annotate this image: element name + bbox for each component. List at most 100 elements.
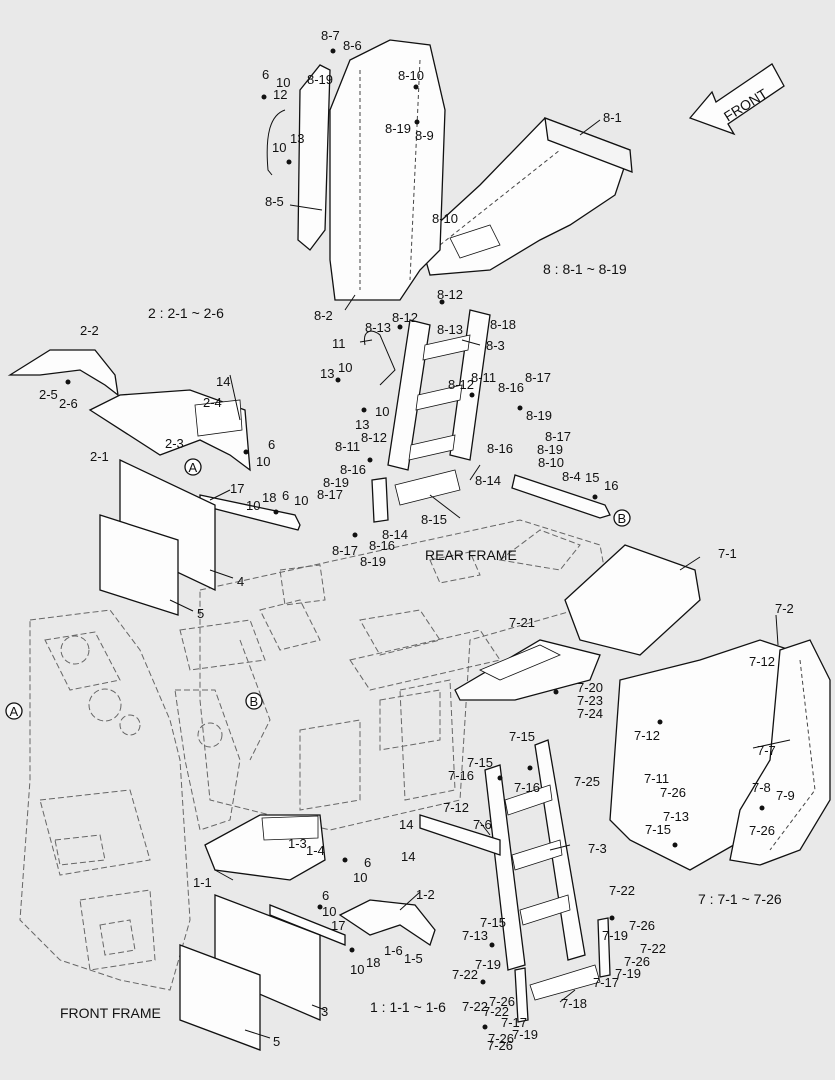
part-label: 8-14 xyxy=(382,527,408,542)
part-label: 7-15 xyxy=(467,755,493,770)
part-label: 1-4 xyxy=(306,843,325,858)
part-label: 17 xyxy=(331,918,345,933)
part-label: 6 xyxy=(364,855,371,870)
part-label: 2-3 xyxy=(165,436,184,451)
part-label: 1-3 xyxy=(288,836,307,851)
part-label: 7-26 xyxy=(749,823,775,838)
svg-text:A: A xyxy=(10,704,19,719)
part-label: 7-11 xyxy=(644,771,669,786)
part-label: 8-18 xyxy=(490,317,516,332)
part-label: 8-19 xyxy=(385,121,411,136)
part-label: 7-1 xyxy=(718,546,737,561)
part-5-flap xyxy=(99,514,179,616)
part-7-7-outer-panel xyxy=(729,639,831,866)
part-2-1-fender xyxy=(88,389,251,472)
part-label: 8-12 xyxy=(392,310,418,325)
part-label: 10 xyxy=(272,140,286,155)
part-8-6-fender-plate xyxy=(329,39,446,301)
group-7-label: 7 : 7-1 ~ 7-26 xyxy=(698,891,782,907)
part-label: 8-3 xyxy=(486,338,505,353)
part-label: 14 xyxy=(401,849,415,864)
part-2-2-mudguard xyxy=(7,349,119,397)
part-12-handle xyxy=(266,109,286,176)
part-3-flap xyxy=(214,894,321,1021)
part-label: 1-2 xyxy=(416,887,435,902)
part-label: 7-20 xyxy=(577,680,603,695)
part-label: 7-21 xyxy=(509,615,535,630)
part-label: 6 xyxy=(282,488,289,503)
part-label: 8-19 xyxy=(360,554,386,569)
part-label: 7-19 xyxy=(615,966,641,981)
part-label: 13 xyxy=(290,131,304,146)
part-label: 7-18 xyxy=(561,996,587,1011)
part-label: 7-17 xyxy=(593,975,619,990)
part-5-lower-flap xyxy=(179,944,261,1051)
part-label: 14 xyxy=(399,817,413,832)
part-label: 8-17 xyxy=(317,487,343,502)
part-7-1-fender xyxy=(564,544,701,656)
part-label: 8-7 xyxy=(321,28,340,43)
part-label: 6 xyxy=(268,437,275,452)
part-label: 12 xyxy=(273,87,287,102)
part-label: 1-5 xyxy=(404,951,423,966)
part-label: 7-15 xyxy=(480,915,506,930)
part-label: 7-13 xyxy=(462,928,488,943)
part-label: 7-17 xyxy=(501,1015,527,1030)
front-frame-drawing xyxy=(19,609,266,991)
part-label: 10 xyxy=(294,493,308,508)
part-7-21-step-platform xyxy=(454,639,601,701)
part-label: 2-5 xyxy=(39,387,58,402)
part-label: 8-6 xyxy=(343,38,362,53)
part-label: 10 xyxy=(256,454,270,469)
part-label: 7-13 xyxy=(663,809,689,824)
part-label: 8-13 xyxy=(437,322,463,337)
part-label: 10 xyxy=(375,404,389,419)
part-label: 5 xyxy=(273,1034,280,1049)
part-label: 10 xyxy=(276,75,290,90)
callout-b-center: B xyxy=(245,692,263,710)
part-label: 5 xyxy=(197,606,204,621)
part-label: 17 xyxy=(230,481,244,496)
part-label: 7-12 xyxy=(634,728,660,743)
part-label: 10 xyxy=(350,962,364,977)
part-label: 7-25 xyxy=(574,774,600,789)
part-label: 10 xyxy=(353,870,367,885)
part-label: 18 xyxy=(262,490,276,505)
part-label: 10 xyxy=(322,904,336,919)
part-label: 7-22 xyxy=(640,941,666,956)
bolt-markers xyxy=(65,48,765,1030)
part-label: 7-19 xyxy=(512,1027,538,1042)
part-7-6-bracket xyxy=(419,814,501,856)
part-label: 2-1 xyxy=(90,449,109,464)
part-label: 7-26 xyxy=(487,1038,513,1053)
part-label: 7-12 xyxy=(749,654,775,669)
part-label: 7-26 xyxy=(489,994,515,1009)
svg-text:A: A xyxy=(189,460,198,475)
part-1-1-fender xyxy=(204,814,326,881)
part-8-3-ladder xyxy=(387,309,491,471)
part-label: 10 xyxy=(338,360,352,375)
part-label: 6 xyxy=(322,888,329,903)
callout-a-upper: A xyxy=(184,458,202,476)
part-label: 8-12 xyxy=(448,377,474,392)
part-label: 8-19 xyxy=(307,72,333,87)
part-label: 2-2 xyxy=(80,323,99,338)
part-label: 8-5 xyxy=(265,194,284,209)
part-4-flap xyxy=(119,458,216,592)
part-label: 8-1 xyxy=(603,110,622,125)
group-8-label: 8 : 8-1 ~ 8-19 xyxy=(543,261,627,277)
part-label: 8-17 xyxy=(525,370,551,385)
part-label: 7-8 xyxy=(752,780,771,795)
svg-text:B: B xyxy=(618,511,627,526)
part-label: 8-4 xyxy=(562,469,581,484)
part-label: 7-12 xyxy=(443,800,469,815)
front-frame-label: FRONT FRAME xyxy=(60,1005,161,1021)
part-label: 1-6 xyxy=(384,943,403,958)
part-11-handle xyxy=(363,330,396,386)
part-label: 16 xyxy=(604,478,618,493)
part-label: 8-12 xyxy=(361,430,387,445)
part-label: 7-3 xyxy=(588,841,607,856)
part-label: 8-16 xyxy=(487,441,513,456)
svg-text:B: B xyxy=(250,694,259,709)
part-label: 7-22 xyxy=(483,1004,509,1019)
